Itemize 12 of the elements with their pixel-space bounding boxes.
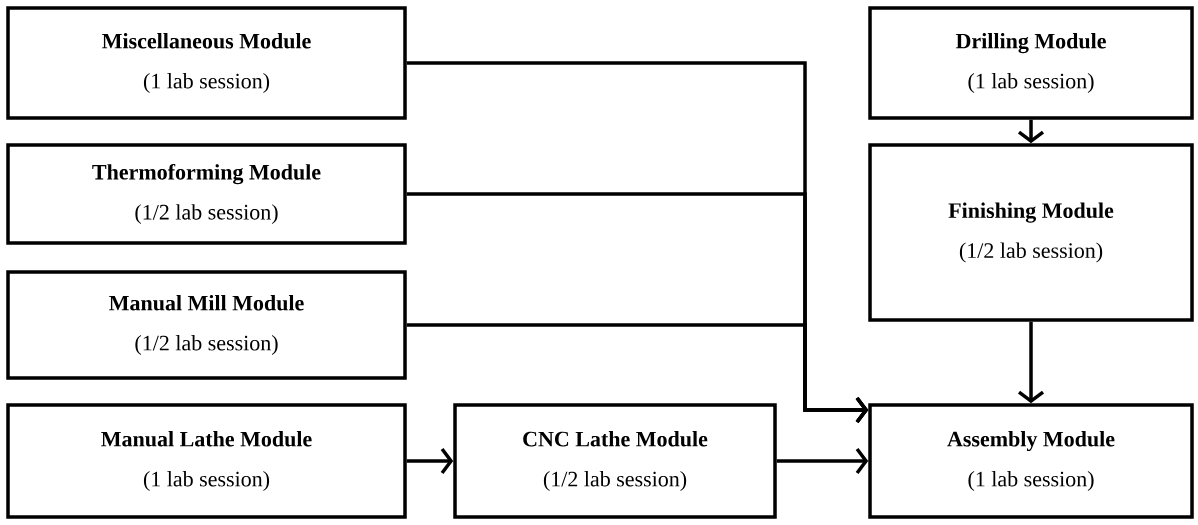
arrow	[1017, 321, 1045, 404]
arrow	[406, 447, 454, 475]
module-box: Assembly Module (1 lab session)	[868, 403, 1194, 519]
arrow	[776, 447, 869, 475]
module-box: Drilling Module (1 lab session)	[868, 6, 1194, 120]
module-box: CNC Lathe Module (1/2 lab session)	[453, 403, 777, 519]
module-box: Finishing Module (1/2 lab session)	[868, 143, 1194, 322]
module-box: Manual Mill Module (1/2 lab session)	[6, 270, 407, 380]
arrow	[406, 323, 869, 424]
module-box: Miscellaneous Module (1 lab session)	[6, 6, 407, 120]
module-box: Manual Lathe Module (1 lab session)	[6, 403, 407, 519]
module-box: Thermoforming Module (1/2 lab session)	[6, 143, 407, 245]
